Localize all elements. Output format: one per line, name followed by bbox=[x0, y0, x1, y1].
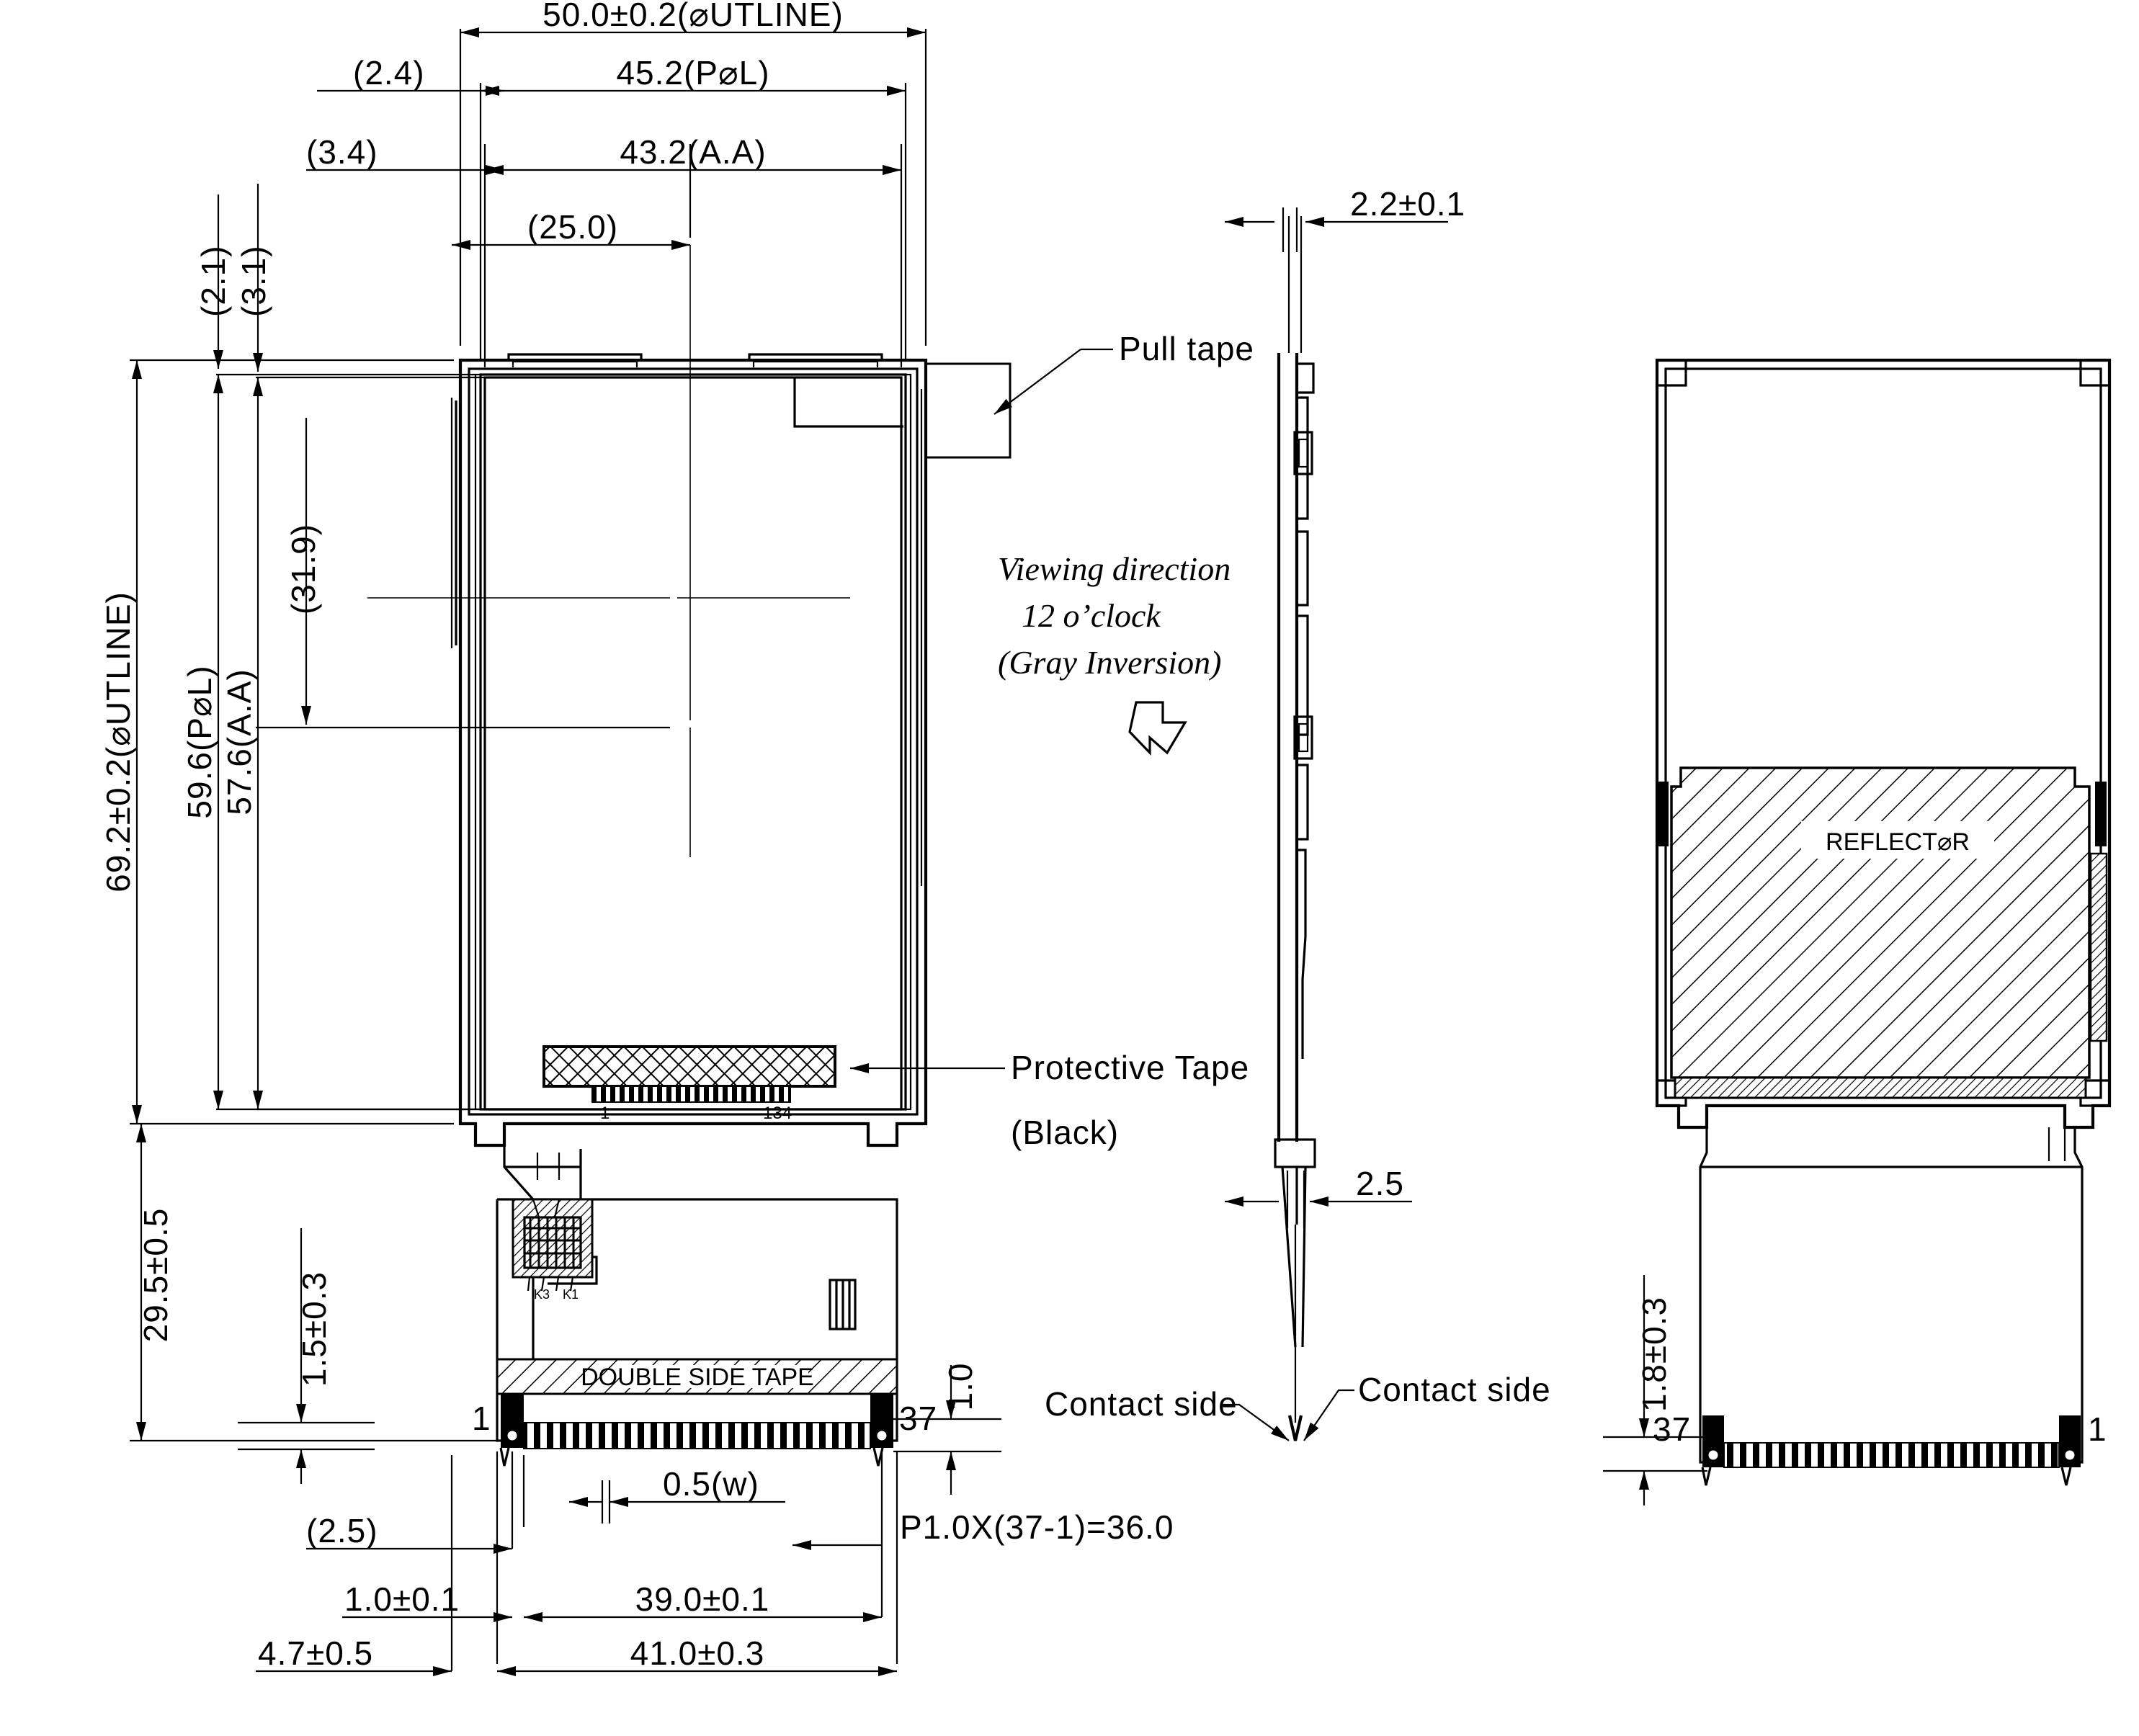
dim-aa-width: 43.2(A.A) bbox=[620, 133, 766, 171]
dim-39-0: 39.0±0.1 bbox=[635, 1580, 770, 1618]
callouts: Pull tape Protective Tape (Black) Viewin… bbox=[850, 330, 1254, 1151]
side-view: 2.2±0.1 2.5 Contact side Contact side bbox=[1045, 185, 1551, 1441]
driver-pin-last: 134 bbox=[763, 1104, 792, 1123]
dim-29-5: 29.5±0.5 bbox=[137, 1208, 174, 1343]
dim-3-4: (3.4) bbox=[306, 133, 378, 171]
protective-tape-strip bbox=[542, 1045, 836, 1088]
driver-pin-first: 1 bbox=[600, 1104, 609, 1123]
dim-rear-pad: 1.8±0.3 bbox=[1635, 1297, 1673, 1412]
side-view-connector bbox=[1274, 1138, 1316, 1168]
fpc-connector-pads bbox=[499, 1394, 893, 1467]
right-edge-detail bbox=[916, 389, 923, 886]
fpc-tail bbox=[496, 1145, 898, 1442]
center-lines bbox=[367, 245, 850, 857]
rear-pin-right: 1 bbox=[2088, 1410, 2107, 1448]
pin-label-first: 1 bbox=[472, 1400, 491, 1437]
dim-pitch: P1.0X(37-1)=36.0 bbox=[900, 1508, 1174, 1546]
viewing-direction-arrow-icon bbox=[1128, 701, 1187, 756]
pin-label-last: 37 bbox=[899, 1400, 937, 1437]
lightguide-edge-detail bbox=[450, 398, 462, 648]
side-view-tabs bbox=[1293, 362, 1315, 1059]
reflector-label: REFLECT⌀R bbox=[1826, 828, 1970, 856]
dim-outline-height: 69.2±0.2(⌀UTLINE) bbox=[99, 591, 137, 892]
module-outline bbox=[458, 358, 928, 1147]
protective-tape-label: Protective Tape bbox=[1011, 1049, 1249, 1086]
contact-side-left-label: Contact side bbox=[1045, 1385, 1238, 1423]
dim-2-4: (2.4) bbox=[353, 54, 425, 91]
gray-inversion-label: (Gray Inversion) bbox=[998, 644, 1221, 681]
viewing-clock-label: 12 o’clock bbox=[1022, 597, 1161, 634]
polarizer-area bbox=[479, 373, 907, 1111]
front-view bbox=[367, 245, 1012, 1467]
chip-mark-k3: K3 bbox=[534, 1287, 550, 1302]
dim-1-0-pad: 1.0 bbox=[942, 1363, 979, 1411]
chip-mark-k1: K1 bbox=[563, 1287, 579, 1302]
reflector-bottom-strip bbox=[1674, 1076, 2087, 1099]
dim-pol-width: 45.2(P⌀L) bbox=[616, 54, 769, 91]
dim-aa-height: 57.6(A.A) bbox=[220, 668, 258, 815]
fpc-component-ic bbox=[512, 1198, 598, 1292]
dim-thickness: 2.2±0.1 bbox=[1350, 185, 1465, 223]
dim-outline-width: 50.0±0.2(⌀UTLINE) bbox=[542, 0, 844, 33]
pull-tape-label: Pull tape bbox=[1119, 330, 1254, 367]
front-view-dimensions: 50.0±0.2(⌀UTLINE) 45.2(P⌀L) 43.2(A.A) (2… bbox=[99, 0, 1174, 1676]
reflector-block bbox=[1670, 766, 2091, 1079]
rear-pin-left: 37 bbox=[1653, 1410, 1691, 1448]
dim-2-1: (2.1) bbox=[195, 245, 232, 317]
dim-4-7: 4.7±0.5 bbox=[258, 1634, 373, 1672]
dim-pol-height: 59.6(P⌀L) bbox=[181, 665, 218, 818]
rear-view: REFLECT⌀R 1.8±0.3 37 1 bbox=[1603, 358, 2112, 1505]
active-area bbox=[483, 376, 903, 1111]
dim-1-5: 1.5±0.3 bbox=[295, 1271, 333, 1387]
dim-tail-2-5: 2.5 bbox=[1356, 1165, 1404, 1202]
protective-tape-black-label: (Black) bbox=[1011, 1114, 1119, 1151]
fpc-connector-mark bbox=[829, 1279, 857, 1330]
dim-1-0: 1.0±0.1 bbox=[344, 1580, 460, 1618]
dim-25: (25.0) bbox=[527, 208, 618, 246]
driver-pad-strip bbox=[591, 1086, 791, 1103]
dim-31-9: (31.9) bbox=[285, 524, 322, 614]
dim-2-5: (2.5) bbox=[306, 1512, 378, 1549]
viewing-direction-label: Viewing direction bbox=[998, 550, 1231, 587]
rear-connector-pads bbox=[1701, 1415, 2081, 1486]
dim-41-0: 41.0±0.3 bbox=[630, 1634, 765, 1672]
bezel-top-tabs bbox=[507, 353, 883, 367]
pull-tape-block bbox=[924, 362, 1012, 459]
contact-side-right-label: Contact side bbox=[1358, 1371, 1551, 1408]
dim-pad-width: 0.5(w) bbox=[663, 1465, 759, 1503]
dim-3-1: (3.1) bbox=[235, 245, 272, 317]
pull-tape-window bbox=[793, 377, 903, 428]
double-side-tape-label: DOUBLE SIDE TAPE bbox=[581, 1364, 814, 1391]
